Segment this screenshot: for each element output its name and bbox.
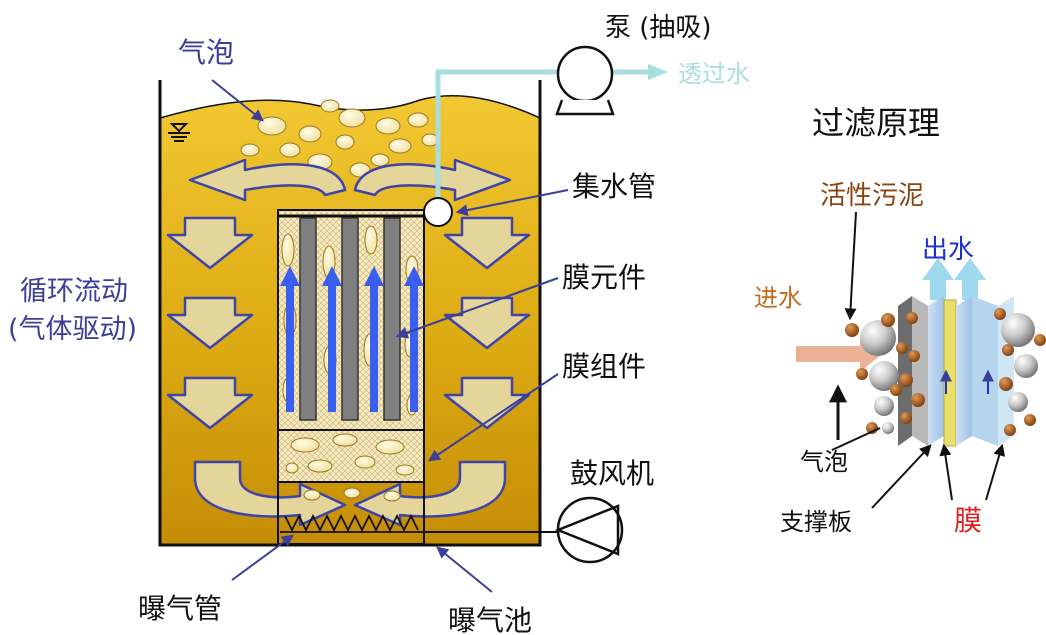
leader-lines <box>211 79 569 593</box>
label-blower: 鼓风机 <box>570 457 654 490</box>
label-membrane: 膜 <box>954 504 982 537</box>
label-principle-bubble: 气泡 <box>800 448 848 476</box>
membrane-elements <box>299 217 401 421</box>
blower-icon <box>554 496 624 564</box>
upflow-arrows <box>280 266 424 412</box>
label-activated-sludge: 活性污泥 <box>820 181 924 211</box>
label-inflow: 进水 <box>754 284 802 312</box>
circulation-arrows-bottom <box>193 460 507 527</box>
header-pipe-node <box>423 197 453 227</box>
gray-bubbles <box>860 313 1038 434</box>
outflow-arrows <box>922 258 986 300</box>
label-circulation: 循环流动 <box>20 276 128 307</box>
label-support-plate: 支撑板 <box>780 508 852 536</box>
label-diffuser: 曝气管 <box>138 592 222 625</box>
label-pump: 泵 (抽吸) <box>605 13 712 43</box>
water-level-icon <box>168 123 190 142</box>
permeate-arrow <box>648 64 668 80</box>
pump-icon <box>555 45 615 116</box>
label-outflow: 出水 <box>922 235 974 265</box>
circulation-arrows-left <box>166 216 254 430</box>
diffuser-pipe <box>280 513 424 533</box>
label-permeate: 透过水 <box>678 60 750 88</box>
principle-title: 过滤原理 <box>812 104 940 142</box>
air-pipe <box>423 531 560 545</box>
label-aeration-tank: 曝气池 <box>448 604 532 635</box>
label-membrane-module: 膜组件 <box>562 350 646 383</box>
label-membrane-element: 膜元件 <box>562 261 646 294</box>
principle-pointers <box>829 211 1006 509</box>
surface-bubbles <box>240 99 439 178</box>
label-header-pipe: 集水管 <box>572 170 656 203</box>
inflow-arrow <box>796 336 882 372</box>
circulation-arrows-top <box>188 158 512 202</box>
label-gas-driven: (气体驱动) <box>8 314 137 345</box>
label-bubble: 气泡 <box>178 36 234 69</box>
sludge-particles <box>845 308 1046 436</box>
